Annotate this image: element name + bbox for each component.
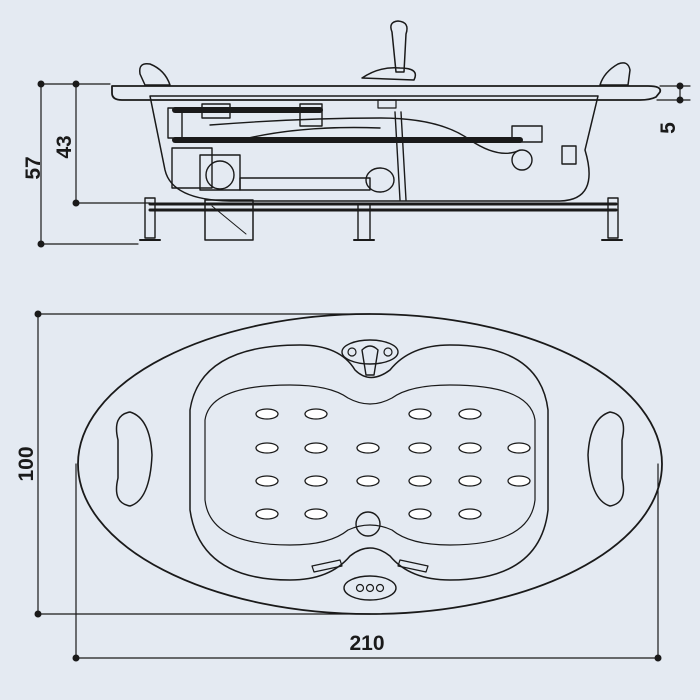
jet-nozzle <box>356 442 380 454</box>
headrest-right-top <box>587 411 625 507</box>
jet-nozzle <box>356 475 380 487</box>
jet-nozzle <box>408 475 432 487</box>
tub-outline <box>77 313 663 615</box>
drain <box>355 511 381 537</box>
tub-basin <box>189 344 549 581</box>
headrest-right <box>599 62 631 86</box>
jet-nozzle <box>304 475 328 487</box>
top-dimensions <box>34 310 662 662</box>
dim-width: 100 <box>15 446 38 481</box>
faucet-base <box>361 66 417 81</box>
side-dimensions <box>37 80 691 248</box>
jets <box>255 408 531 520</box>
jet-nozzle <box>255 475 279 487</box>
tub-floor <box>204 384 536 546</box>
jet-nozzle <box>458 508 482 520</box>
jet-nozzle <box>255 408 279 420</box>
jet-nozzle <box>458 475 482 487</box>
jet-nozzle <box>507 442 531 454</box>
dim-rim: 5 <box>657 122 680 134</box>
faucet-top <box>341 339 399 365</box>
jet-nozzle <box>507 475 531 487</box>
headrest-left-top <box>115 411 153 507</box>
jet-nozzle <box>408 508 432 520</box>
control-box <box>204 199 254 241</box>
jet-nozzle <box>458 408 482 420</box>
dim-height-total: 57 <box>22 156 45 179</box>
faucet-lever <box>390 20 408 73</box>
tub-rim <box>111 85 662 101</box>
jet-nozzle <box>458 442 482 454</box>
top-view <box>77 313 663 615</box>
jet-nozzle <box>408 442 432 454</box>
jet-nozzle <box>304 508 328 520</box>
jet-nozzle <box>304 408 328 420</box>
side-view <box>111 20 662 241</box>
dim-length: 210 <box>349 632 384 655</box>
jet-nozzle <box>255 508 279 520</box>
jet-nozzle <box>408 408 432 420</box>
jet-nozzle <box>255 442 279 454</box>
control-panel <box>343 575 397 601</box>
dim-height-tub: 43 <box>53 135 76 158</box>
headrest-left <box>138 62 171 86</box>
jet-nozzle <box>304 442 328 454</box>
